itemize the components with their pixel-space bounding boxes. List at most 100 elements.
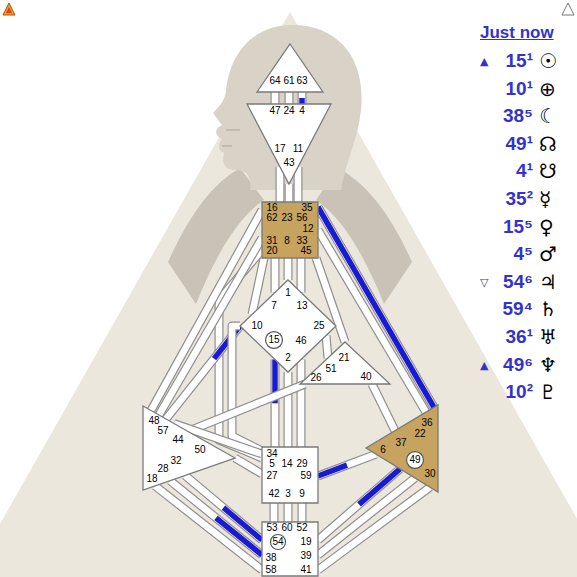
gate-number: 20	[266, 246, 277, 256]
channel	[301, 360, 302, 448]
activation-number: 15⁵	[503, 216, 533, 238]
channel-fill	[326, 336, 328, 358]
channel-outline	[285, 92, 294, 104]
gate-number: 60	[281, 523, 292, 533]
gate-number: 7	[271, 301, 277, 311]
active-gate-bar	[318, 465, 347, 476]
channel	[170, 481, 262, 555]
gate-number: 59	[300, 471, 311, 481]
activation-number: 38⁵	[503, 105, 533, 127]
channel-fill	[170, 481, 262, 555]
channel-fill	[151, 210, 262, 411]
channel	[155, 486, 262, 570]
activation-number: 49¹	[506, 133, 533, 155]
gate-number: 28	[157, 464, 168, 474]
channel	[301, 258, 302, 293]
gate-number: 39	[300, 551, 311, 561]
activation-number: 10¹	[506, 78, 533, 100]
activation-number: 35²	[506, 188, 533, 210]
gate-number: 52	[296, 523, 307, 533]
planet-symbol: ♆	[539, 353, 557, 377]
gate-number: 41	[300, 565, 311, 575]
gate-number: 46	[295, 336, 306, 346]
channel	[302, 503, 303, 522]
channel-outline	[284, 372, 293, 447]
gate-number: 47	[269, 106, 280, 116]
energy-center: 36223763049	[366, 405, 438, 492]
channel-fill	[298, 258, 305, 293]
channel-outline	[318, 454, 376, 476]
gate-number: 15	[268, 335, 279, 345]
planet-symbol: ☿	[539, 187, 551, 211]
energy-center: 1713102546215	[240, 280, 336, 372]
channel-outline	[188, 384, 305, 431]
gate-number: 10	[251, 321, 262, 331]
panel-heading: Just now	[480, 23, 554, 43]
channel-outline	[155, 486, 262, 570]
activation-number: 4⁵	[514, 243, 534, 265]
gate-number: 14	[281, 459, 292, 469]
gate-number: 45	[300, 246, 311, 256]
body-triangle	[0, 12, 577, 577]
gate-number: 38	[265, 553, 276, 563]
gate-number: 51	[325, 364, 336, 374]
gate-number: 57	[157, 426, 168, 436]
gate-number: 43	[283, 158, 294, 168]
channel-outline	[271, 258, 280, 293]
channel-outline	[297, 258, 306, 293]
gate-number: 22	[414, 429, 425, 439]
channel-fill	[286, 184, 293, 202]
gate-number: 1	[285, 288, 291, 298]
channel-fill	[298, 360, 305, 448]
channel	[289, 184, 290, 202]
corner-icon	[6, 7, 12, 13]
gate-number: 4	[299, 106, 305, 116]
channel-fill	[372, 384, 395, 431]
planet-symbol: ♄	[539, 297, 557, 321]
channel-outline	[271, 360, 280, 448]
channel-outline	[151, 210, 262, 411]
energy-center: 536052193839584154	[262, 522, 318, 576]
channel-outline	[170, 481, 262, 555]
channel-fill	[318, 478, 415, 555]
channel-outline	[326, 336, 328, 358]
planet-symbol: ☋	[539, 159, 557, 183]
channel-outline	[297, 360, 306, 448]
gate-number: 9	[299, 489, 305, 499]
planet-symbol: ♅	[539, 325, 557, 349]
gate-number: 33	[296, 236, 307, 246]
channel-fill	[232, 326, 262, 451]
gate-number: 16	[266, 203, 277, 213]
gate-number: 48	[148, 416, 159, 426]
gate-number: 29	[296, 459, 307, 469]
channel	[288, 503, 289, 522]
gate-number: 40	[360, 372, 371, 382]
energy-center: 646163	[257, 44, 323, 92]
planet-symbol: ☊	[539, 132, 557, 156]
channel-fill	[188, 384, 305, 431]
channel	[275, 360, 276, 448]
channel	[188, 384, 305, 431]
channel	[235, 458, 262, 474]
activation-number: 10²	[506, 381, 533, 403]
gate-number: 3	[285, 489, 291, 499]
channel	[289, 92, 290, 104]
activation-number: 4¹	[516, 160, 533, 182]
channel-outline	[284, 258, 293, 280]
channel-outline	[271, 92, 280, 104]
gate-number: 25	[313, 321, 324, 331]
channel-fill	[272, 360, 279, 448]
channel-outline	[318, 478, 415, 555]
channel	[372, 384, 395, 431]
center-outline	[247, 104, 331, 184]
gate-number: 6	[380, 445, 386, 455]
gate-number: 58	[265, 565, 276, 575]
gate-number: 11	[293, 144, 303, 154]
gate-number: 54	[272, 537, 283, 547]
activation-number: 54⁶	[503, 271, 533, 293]
gate-number: 36	[421, 418, 432, 428]
channel-fill	[286, 92, 293, 104]
gate-number: 17	[274, 144, 285, 154]
activation-number: 36¹	[506, 326, 533, 348]
channel	[318, 487, 430, 570]
